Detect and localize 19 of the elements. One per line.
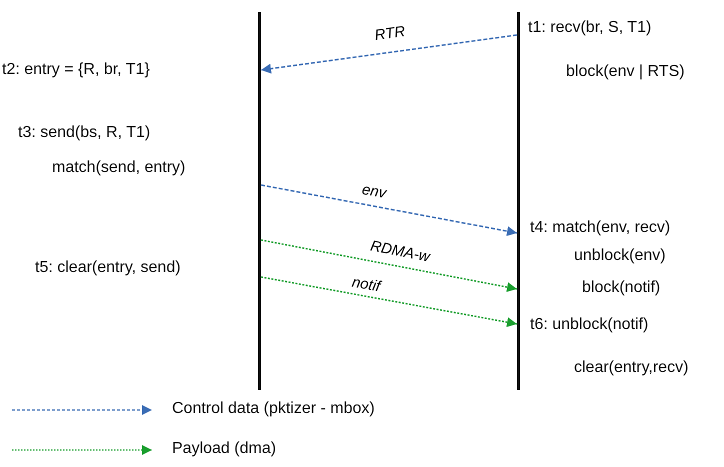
step-note: block(env | RTS): [566, 63, 685, 81]
step-note: match(send, entry): [52, 159, 186, 177]
arrow: [260, 239, 518, 292]
legend-text: Control data (pktizer - mbox): [172, 400, 375, 418]
step-note: t6: unblock(notif): [530, 316, 648, 334]
step-note: t5: clear(entry, send): [35, 259, 181, 277]
legend-text: Payload (dma): [172, 440, 276, 458]
arrow: [260, 276, 518, 328]
step-note: t2: entry = {R, br, T1}: [2, 61, 150, 79]
lifeline: [517, 12, 520, 390]
lifeline: [258, 12, 261, 390]
step-note: unblock(env): [574, 247, 666, 265]
step-note: t3: send(bs, R, T1): [18, 124, 150, 142]
step-note: clear(entry,recv): [574, 359, 688, 377]
arrow: [260, 184, 518, 236]
arrow: [260, 34, 518, 74]
step-note: t1: recv(br, S, T1): [528, 19, 652, 37]
step-note: block(notif): [582, 279, 660, 297]
step-note: t4: match(env, recv): [530, 219, 670, 237]
